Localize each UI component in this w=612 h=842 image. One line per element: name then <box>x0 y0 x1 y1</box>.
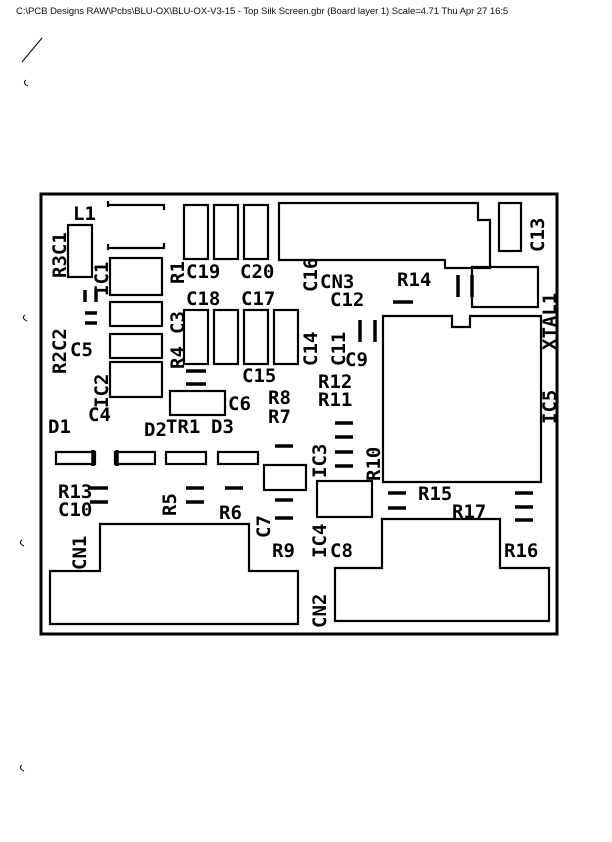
label-r16: R16 <box>504 540 538 562</box>
file-header: C:\PCB Designs RAW\Pcbs\BLU-OX\BLU-OX-V3… <box>16 6 509 17</box>
label-c11: C11 <box>328 332 350 366</box>
xtal1-outline <box>470 265 540 309</box>
label-c15: C15 <box>242 365 276 387</box>
label-r11: R11 <box>318 389 352 411</box>
label-l1: L1 <box>73 203 96 225</box>
r-marks <box>358 275 474 342</box>
r-marks <box>83 290 98 325</box>
label-r17: R17 <box>452 501 486 523</box>
label-ic5: IC5 <box>539 390 561 424</box>
label-ic3: IC3 <box>309 444 331 478</box>
label-r14: R14 <box>397 269 431 291</box>
label-r6: R6 <box>219 502 242 524</box>
d2-outline <box>113 450 157 466</box>
label-c6: C6 <box>228 393 251 415</box>
label-ic4: IC4 <box>309 524 331 558</box>
d1-outline <box>54 450 97 466</box>
label-cn1: CN1 <box>69 536 91 570</box>
stray-mark <box>23 79 29 87</box>
c18b-outline <box>212 308 240 366</box>
c5-pad <box>108 300 164 328</box>
c19b-outline <box>212 203 240 261</box>
tr1-outline <box>168 389 227 417</box>
stray-mark <box>22 314 28 322</box>
label-r1: R1 <box>167 261 189 284</box>
label-r9: R9 <box>272 540 295 562</box>
r-marks <box>186 369 206 386</box>
label-cn2: CN2 <box>309 594 331 628</box>
cn1-outline <box>48 522 300 626</box>
label-c7: C7 <box>253 515 275 538</box>
label-cn3: CN3 <box>320 271 354 293</box>
label-r3c1: R3C1 <box>49 232 71 278</box>
l1-outline <box>106 201 166 250</box>
stray-mark <box>21 37 43 63</box>
label-xtal1: XTAL1 <box>539 293 561 350</box>
board-outline <box>39 192 559 636</box>
label-r12: R12 <box>318 371 352 393</box>
ic2-outline <box>108 360 164 399</box>
r-marks <box>90 421 533 522</box>
label-c9: C9 <box>345 349 368 371</box>
c17-outline <box>242 308 270 366</box>
label-c10: C10 <box>58 499 92 521</box>
label-d2: D2 <box>144 419 167 441</box>
label-c17: C17 <box>241 288 275 310</box>
d-outline <box>164 450 208 466</box>
label-r15: R15 <box>418 483 452 505</box>
label-c18: C18 <box>186 288 220 310</box>
c15-outline <box>272 308 300 366</box>
ic1-outline <box>108 256 164 297</box>
label-d1: D1 <box>48 416 71 438</box>
d3-outline <box>216 450 260 466</box>
label-c5: C5 <box>70 339 93 361</box>
c18-outline <box>182 308 210 366</box>
label-c4: C4 <box>88 404 111 426</box>
c20-outline <box>242 203 270 261</box>
stray-mark <box>19 539 25 547</box>
label-r2c2: R2C2 <box>49 328 71 374</box>
label-c19: C19 <box>186 261 220 283</box>
c13-outline <box>497 201 523 253</box>
cn2-outline <box>333 517 551 623</box>
ic3-outline <box>262 463 308 492</box>
label-c12: C12 <box>330 289 364 311</box>
label-c20: C20 <box>240 261 274 283</box>
label-tr1: TR1 <box>166 416 200 438</box>
label-r7: R7 <box>268 406 291 428</box>
ic4-outline <box>315 479 374 519</box>
label-r4: R4 <box>167 346 189 369</box>
c19-outline <box>182 203 210 261</box>
label-c16: C16 <box>300 258 322 292</box>
label-c14: C14 <box>300 332 322 366</box>
label-c8: C8 <box>330 540 353 562</box>
c2-pad <box>108 332 164 360</box>
ic5-outline <box>381 314 543 484</box>
label-r13: R13 <box>58 481 92 503</box>
c1-outline <box>66 223 94 279</box>
label-c13: C13 <box>527 218 549 252</box>
stray-mark <box>19 764 25 772</box>
label-d3: D3 <box>211 416 234 438</box>
label-r8: R8 <box>268 387 291 409</box>
label-ic1: IC1 <box>91 262 113 296</box>
label-ic2: IC2 <box>91 374 113 408</box>
label-c3: C3 <box>167 311 189 334</box>
label-r5: R5 <box>159 493 181 516</box>
label-r10: R10 <box>363 447 385 481</box>
